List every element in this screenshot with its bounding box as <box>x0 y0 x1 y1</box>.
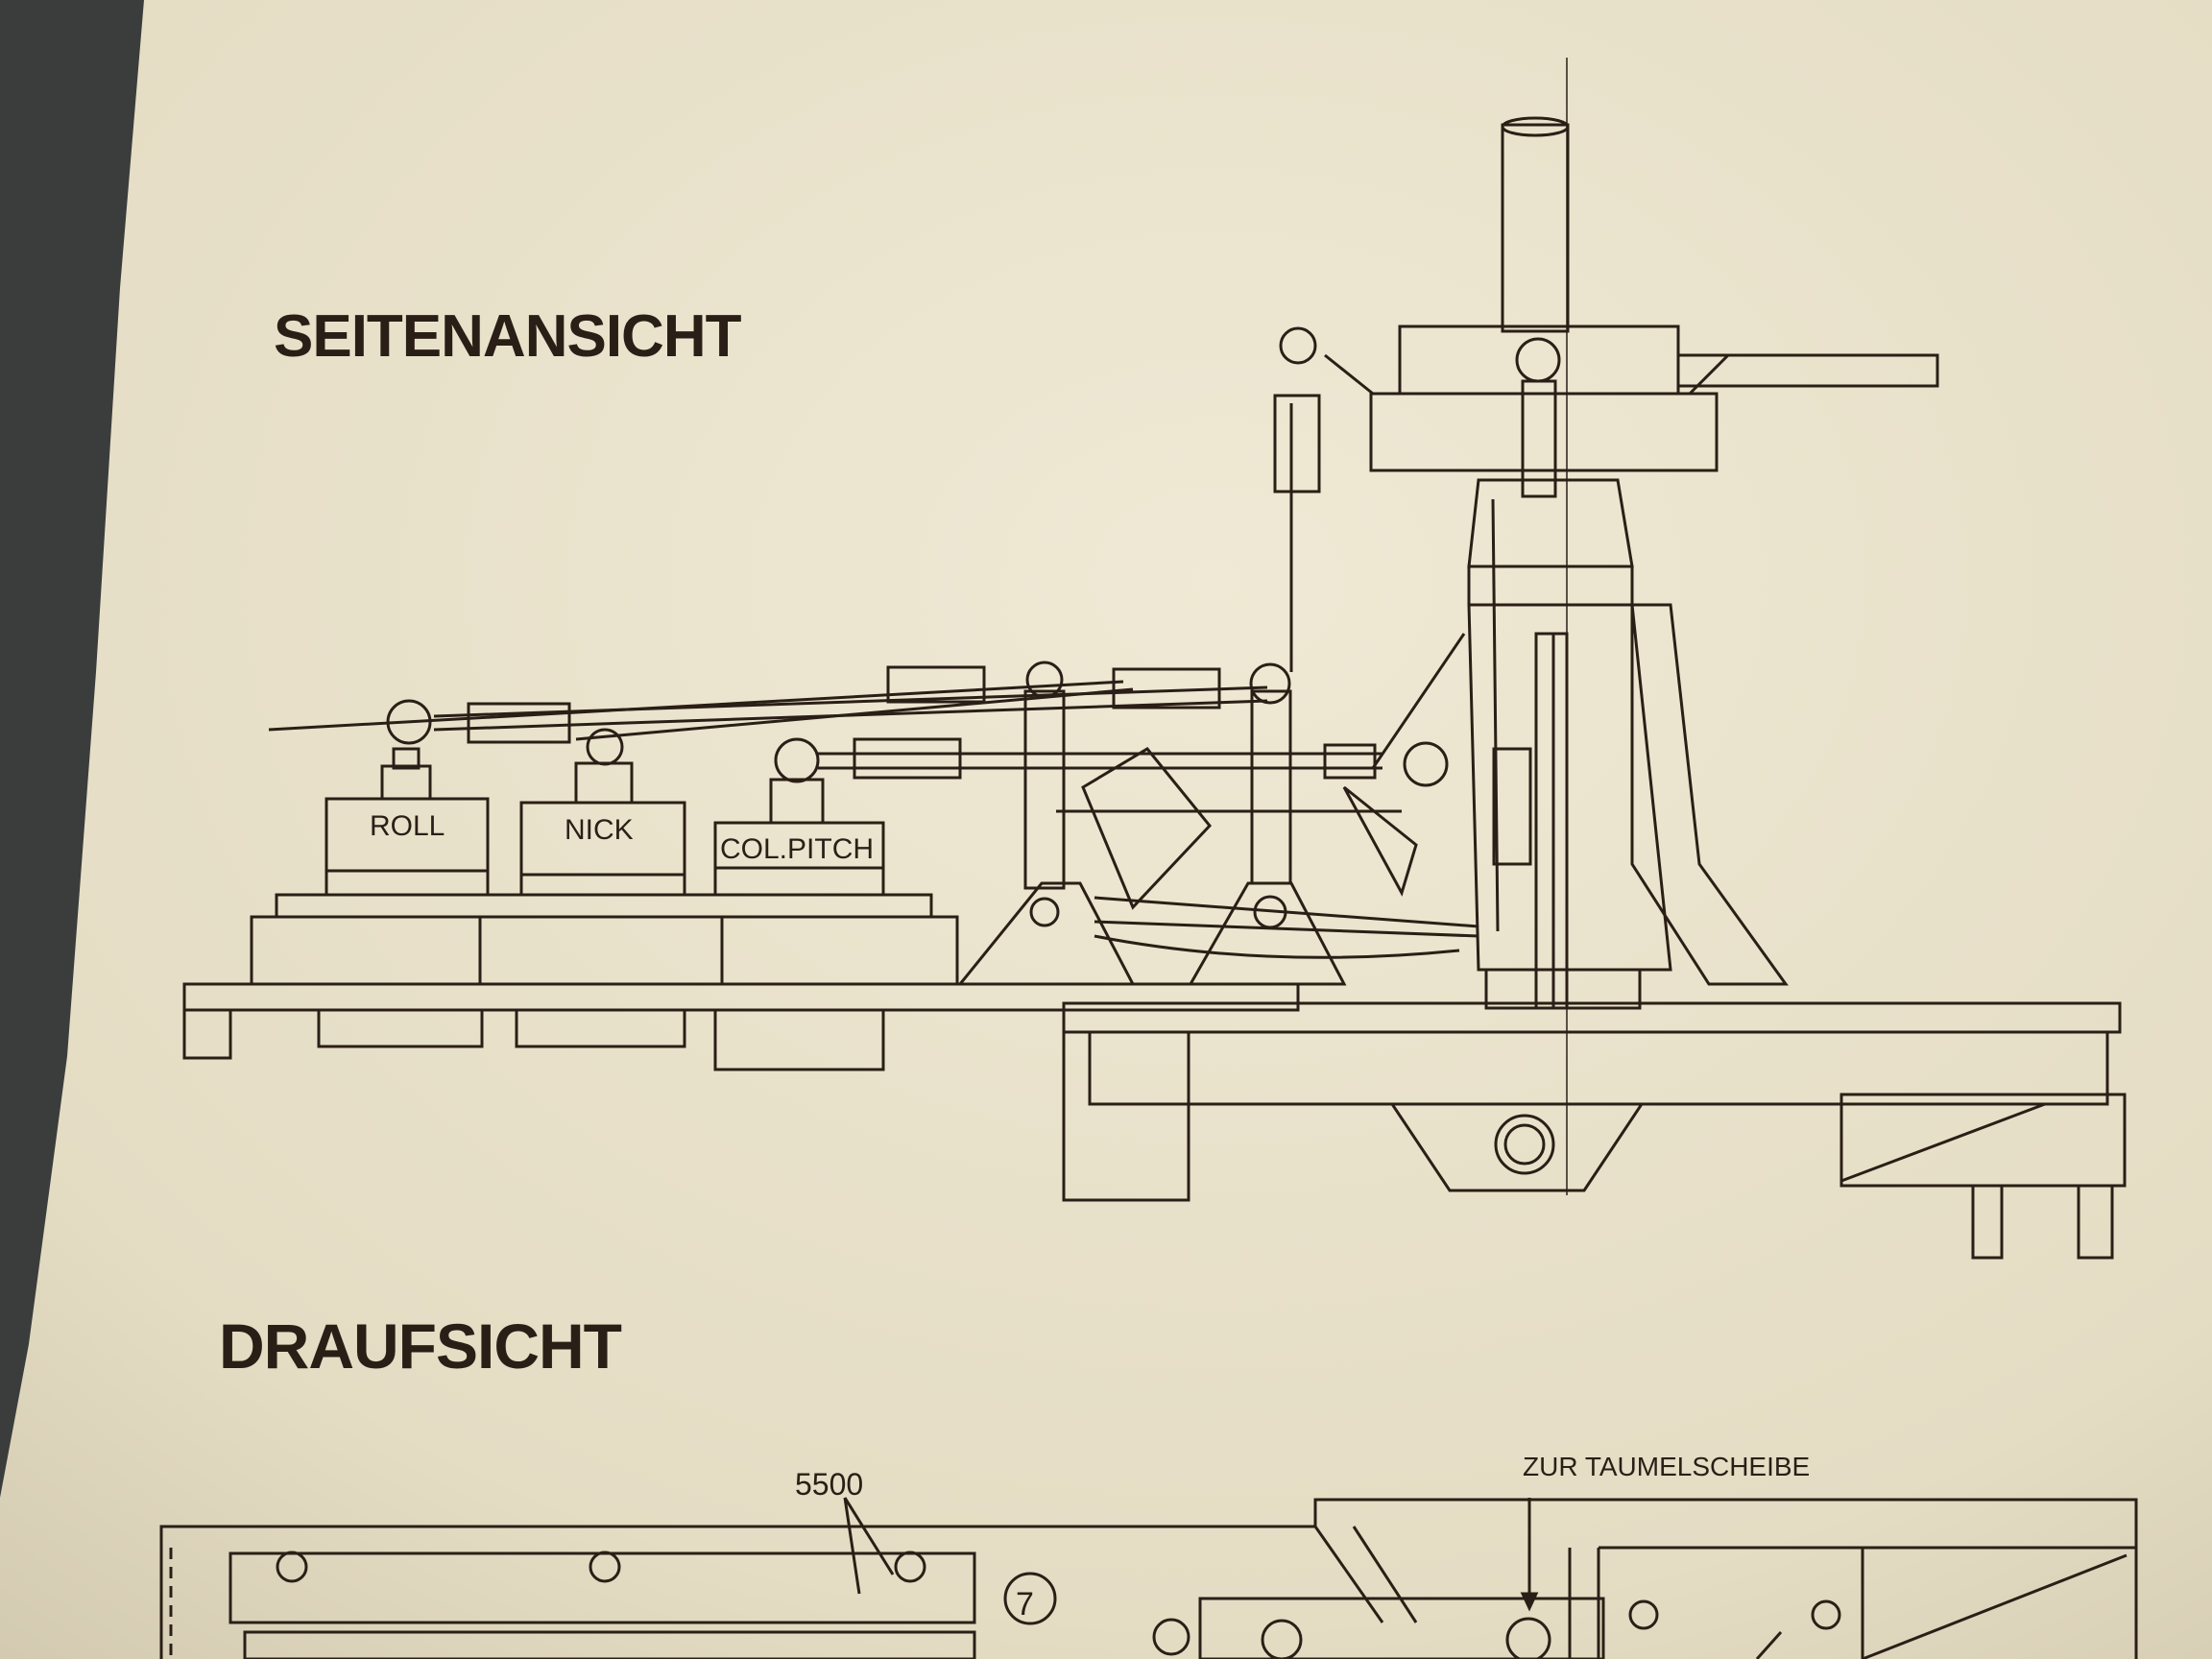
top-view-drawing <box>159 1497 2138 1659</box>
side-view-drawing <box>182 58 2127 1260</box>
servo-roll <box>325 699 490 897</box>
callout-number: 7 <box>1016 1586 1034 1623</box>
servo-nick <box>519 728 686 897</box>
servo-label-roll: ROLL <box>370 810 445 842</box>
part-number-label: 5500 <box>795 1467 864 1502</box>
servo-label-nick: NICK <box>565 814 634 846</box>
swashplate-note: ZUR TAUMELSCHEIBE <box>1523 1452 1811 1481</box>
top-view-heading: DRAUFSICHT <box>219 1310 622 1382</box>
servo-label-col-pitch: COL.PITCH <box>720 833 874 865</box>
side-view-heading: SEITENANSICHT <box>274 303 741 370</box>
servo-col-pitch <box>713 737 885 897</box>
